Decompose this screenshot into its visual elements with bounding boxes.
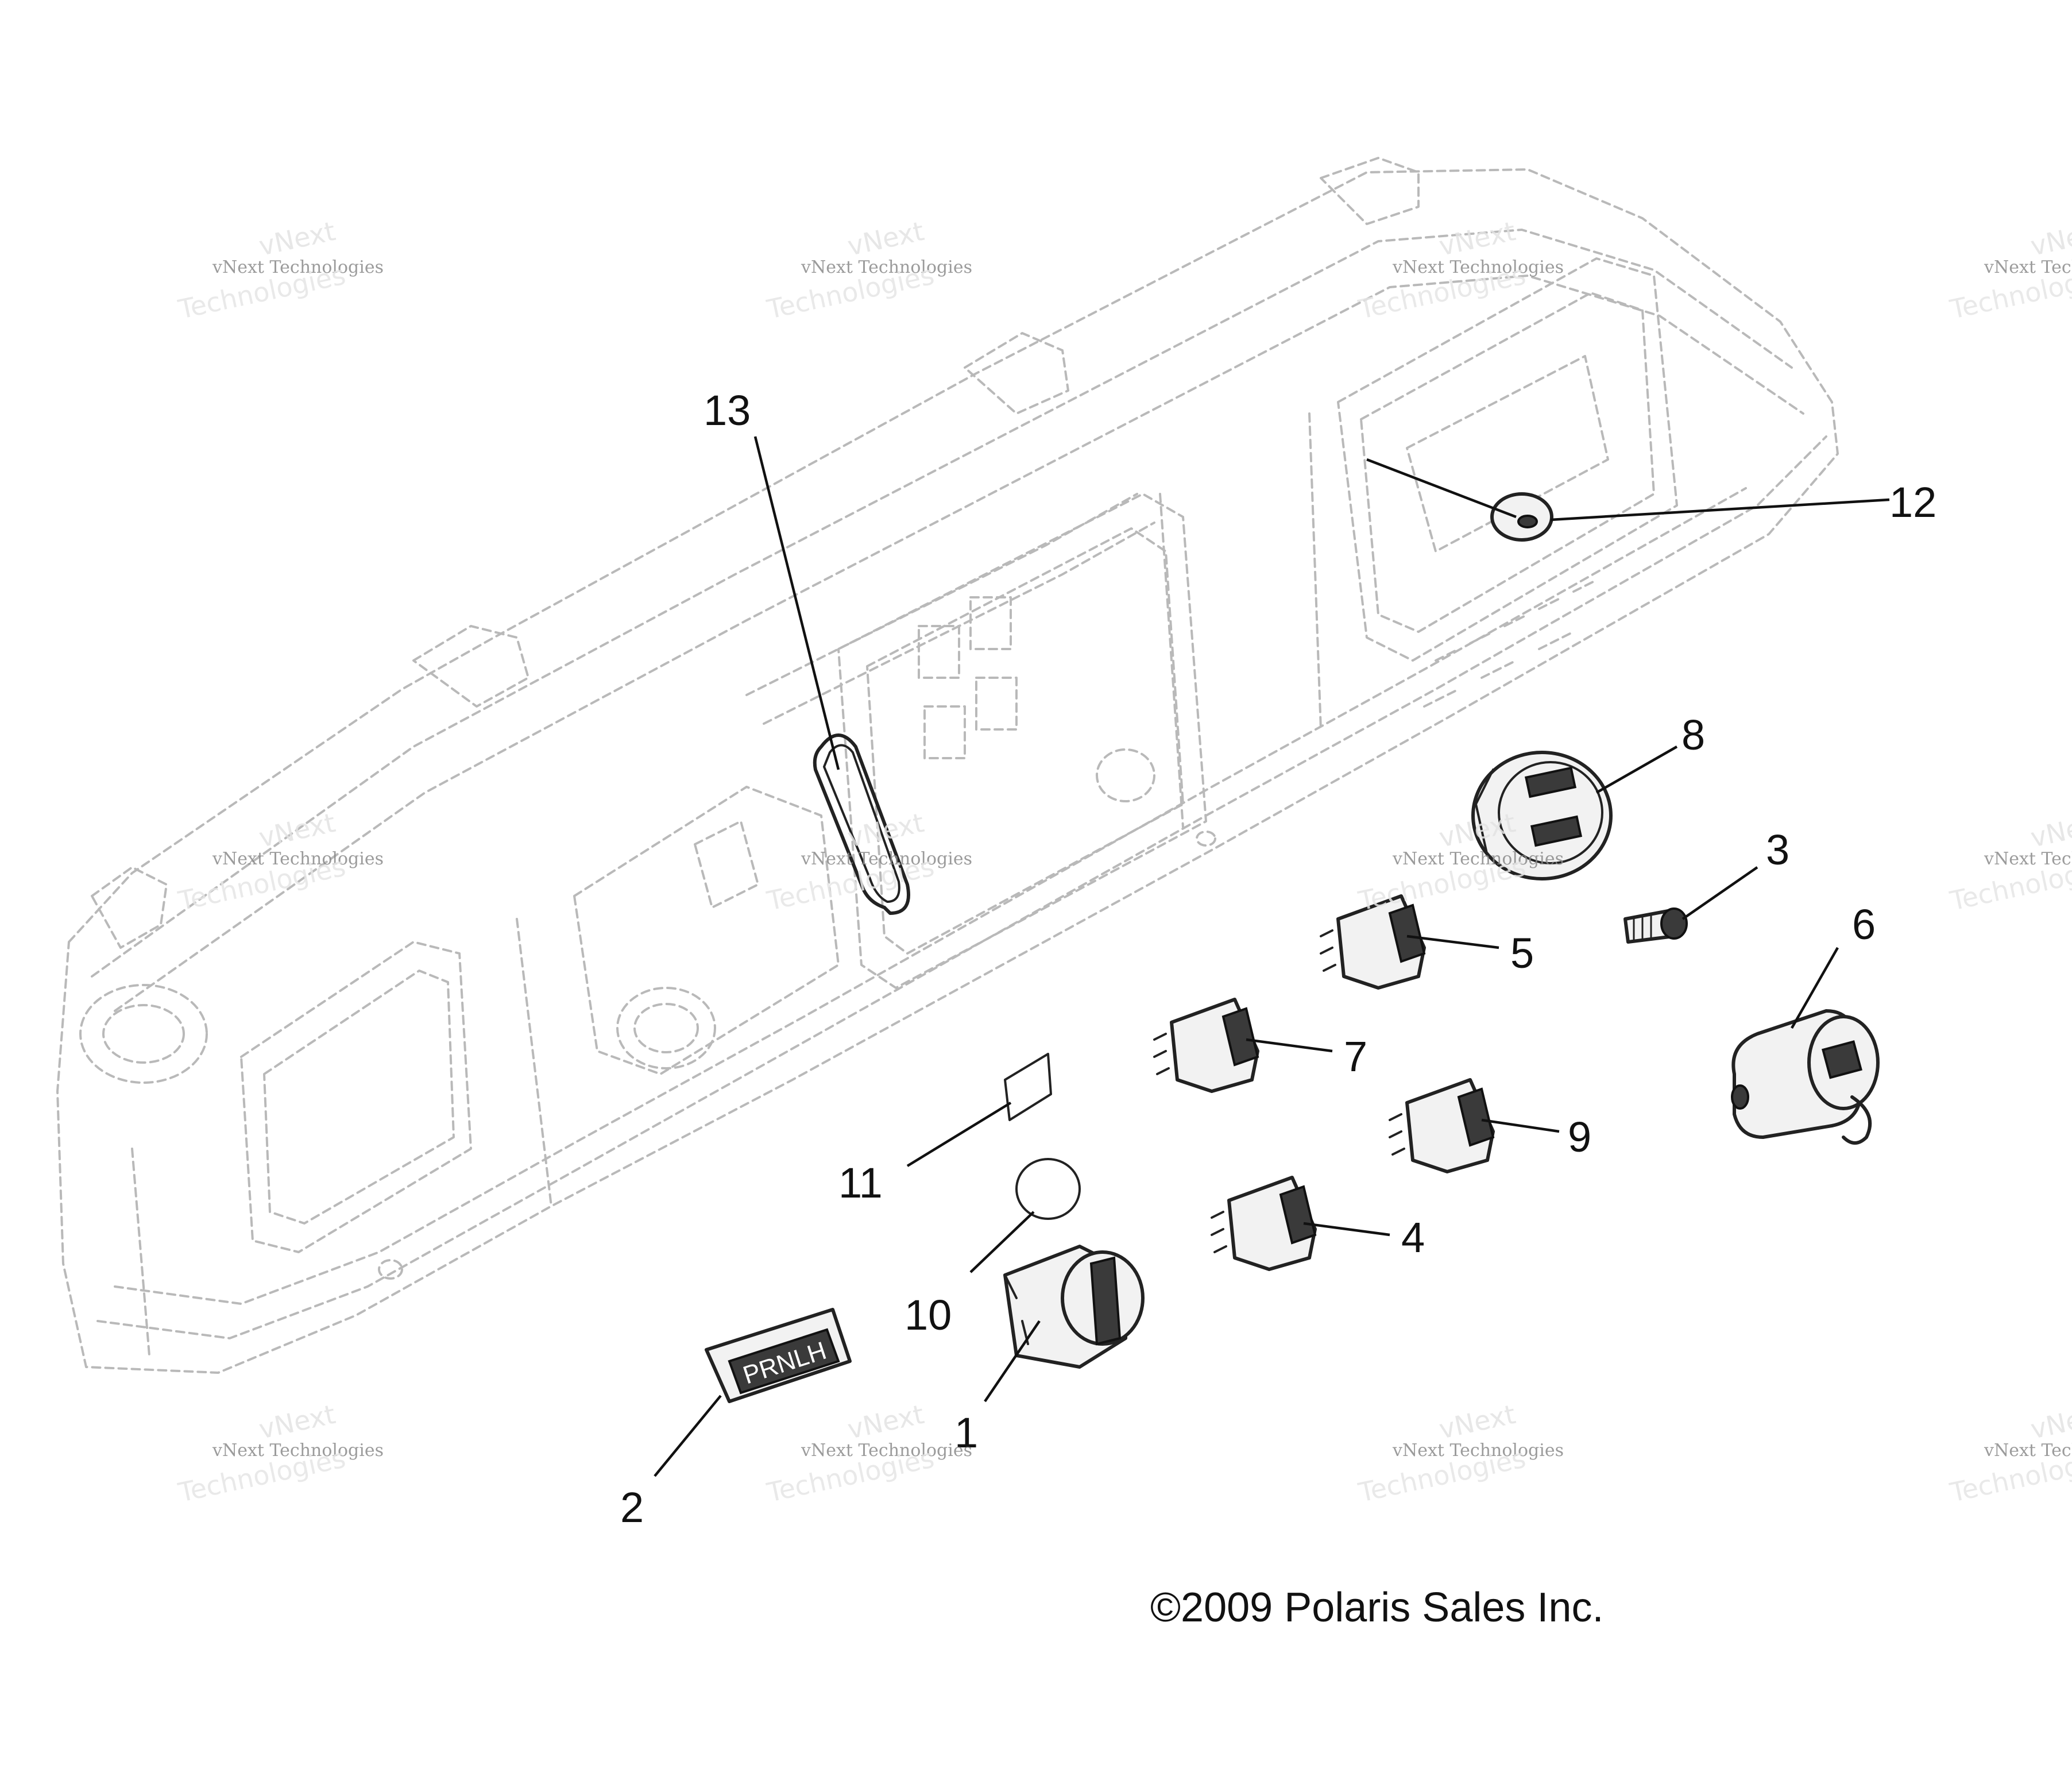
part-8-usb-socket: [1471, 751, 1613, 880]
callout-8: 8: [1681, 711, 1705, 759]
callout-3: 3: [1766, 826, 1789, 874]
svg-text:vNext Technologies: vNext Technologies: [1984, 257, 2072, 277]
svg-text:vNext: vNext: [2028, 1399, 2072, 1445]
watermark: vNext vNext Technologies Technologies: [175, 807, 384, 917]
callout-9: 9: [1568, 1113, 1591, 1161]
callout-7: 7: [1344, 1033, 1367, 1080]
part-13-badge: [813, 733, 910, 915]
svg-text:vNext Technologies: vNext Technologies: [801, 1440, 972, 1461]
svg-text:vNext Technologies: vNext Technologies: [212, 257, 384, 277]
watermark: vNext vNext Technologies Technologies: [1355, 1399, 1564, 1508]
callout-4: 4: [1401, 1214, 1425, 1261]
part-2-gear-indicator: PRNLH: [705, 1308, 852, 1403]
svg-text:vNext Technologies: vNext Technologies: [212, 849, 384, 869]
dashboard-outline: [56, 157, 1839, 1374]
callout-13: 13: [703, 387, 751, 434]
callout-1: 1: [954, 1409, 978, 1457]
svg-text:vNext: vNext: [845, 215, 927, 262]
watermark: vNext vNext Technologies Technologies: [1947, 215, 2072, 325]
part-1-ignition-switch: [1003, 1245, 1145, 1369]
svg-text:vNext: vNext: [1436, 1399, 1518, 1445]
part-5-rocker-switch: [1320, 894, 1426, 990]
svg-text:vNext Technologies: vNext Technologies: [801, 849, 972, 869]
copyright-notice: ©2009 Polaris Sales Inc.: [1150, 1585, 1603, 1631]
svg-text:vNext Technologies: vNext Technologies: [1984, 1440, 2072, 1461]
svg-text:vNext: vNext: [256, 215, 338, 262]
watermark: vNext vNext Technologies Technologies: [764, 1399, 972, 1508]
svg-text:vNext: vNext: [2028, 215, 2072, 262]
part-11-decal: [1004, 1053, 1052, 1121]
watermark: vNext vNext Technologies Technologies: [175, 1399, 384, 1508]
svg-text:vNext: vNext: [256, 1399, 338, 1445]
part-3-bulb: [1623, 907, 1688, 944]
part-10-cap: [1015, 1158, 1081, 1220]
part-12-plug: [1490, 492, 1553, 542]
svg-text:vNext Technologies: vNext Technologies: [1392, 1440, 1564, 1461]
watermark: vNext vNext Technologies Technologies: [1947, 807, 2072, 917]
watermark: vNext vNext Technologies Technologies: [175, 215, 384, 325]
svg-text:vNext Technologies: vNext Technologies: [801, 257, 972, 277]
watermark: vNext vNext Technologies Technologies: [764, 807, 972, 917]
leader-lines: [654, 436, 1890, 1477]
watermark: vNext vNext Technologies Technologies: [1947, 1399, 2072, 1508]
svg-text:vNext Technologies: vNext Technologies: [212, 1440, 384, 1461]
svg-text:vNext Technologies: vNext Technologies: [1392, 849, 1564, 869]
callout-2: 2: [620, 1484, 644, 1531]
callout-6: 6: [1852, 901, 1876, 948]
svg-text:vNext: vNext: [256, 807, 338, 853]
svg-text:vNext Technologies: vNext Technologies: [1392, 257, 1564, 277]
part-9-rocker-switch: [1389, 1078, 1495, 1173]
callout-11: 11: [838, 1159, 883, 1207]
part-6-power-outlet: [1731, 1009, 1880, 1145]
callout-10: 10: [904, 1291, 952, 1339]
part-4-rocker-switch: [1211, 1176, 1317, 1271]
svg-text:vNext Technologies: vNext Technologies: [1984, 849, 2072, 869]
svg-text:vNext: vNext: [845, 1399, 927, 1445]
part-7-rocker-switch: [1153, 998, 1259, 1093]
watermark: vNext vNext Technologies Technologies: [764, 215, 972, 325]
svg-text:vNext: vNext: [1436, 215, 1518, 262]
callout-5: 5: [1510, 929, 1534, 977]
svg-text:vNext: vNext: [2028, 807, 2072, 853]
callout-labels: 1 2 3 4 5 6 7 8 9 10 11 12 13: [620, 387, 1936, 1531]
callout-12: 12: [1889, 478, 1936, 526]
